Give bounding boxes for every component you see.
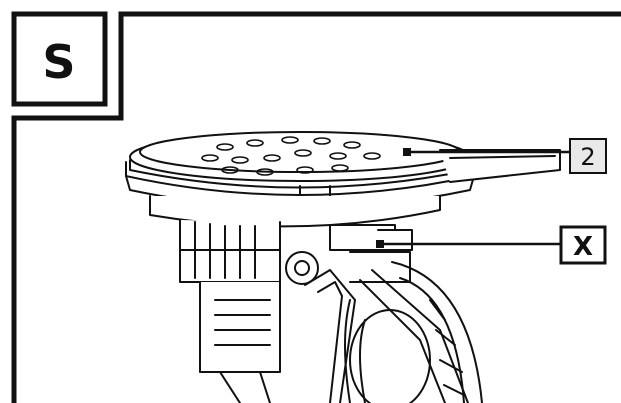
side-arm: [299, 149, 561, 199]
bracket-fork: [304, 269, 469, 403]
sander-head-drawing: [125, 131, 561, 403]
motor-housing: [149, 195, 441, 403]
callout-2: 2: [569, 138, 607, 174]
grip-ring: [344, 261, 483, 403]
callout-x-label: X: [573, 232, 593, 262]
callout-2-label: 2: [580, 143, 595, 171]
callout-x: X: [559, 225, 607, 265]
dust-holes: [201, 136, 381, 176]
leader-dot-x: [376, 240, 384, 248]
joint-assembly: [285, 224, 413, 285]
section-letter: S: [42, 35, 75, 89]
frame-border: [11, 11, 621, 403]
leader-lines: [380, 150, 570, 246]
leader-dot-2: [403, 148, 411, 156]
section-label-box: S: [11, 11, 108, 107]
